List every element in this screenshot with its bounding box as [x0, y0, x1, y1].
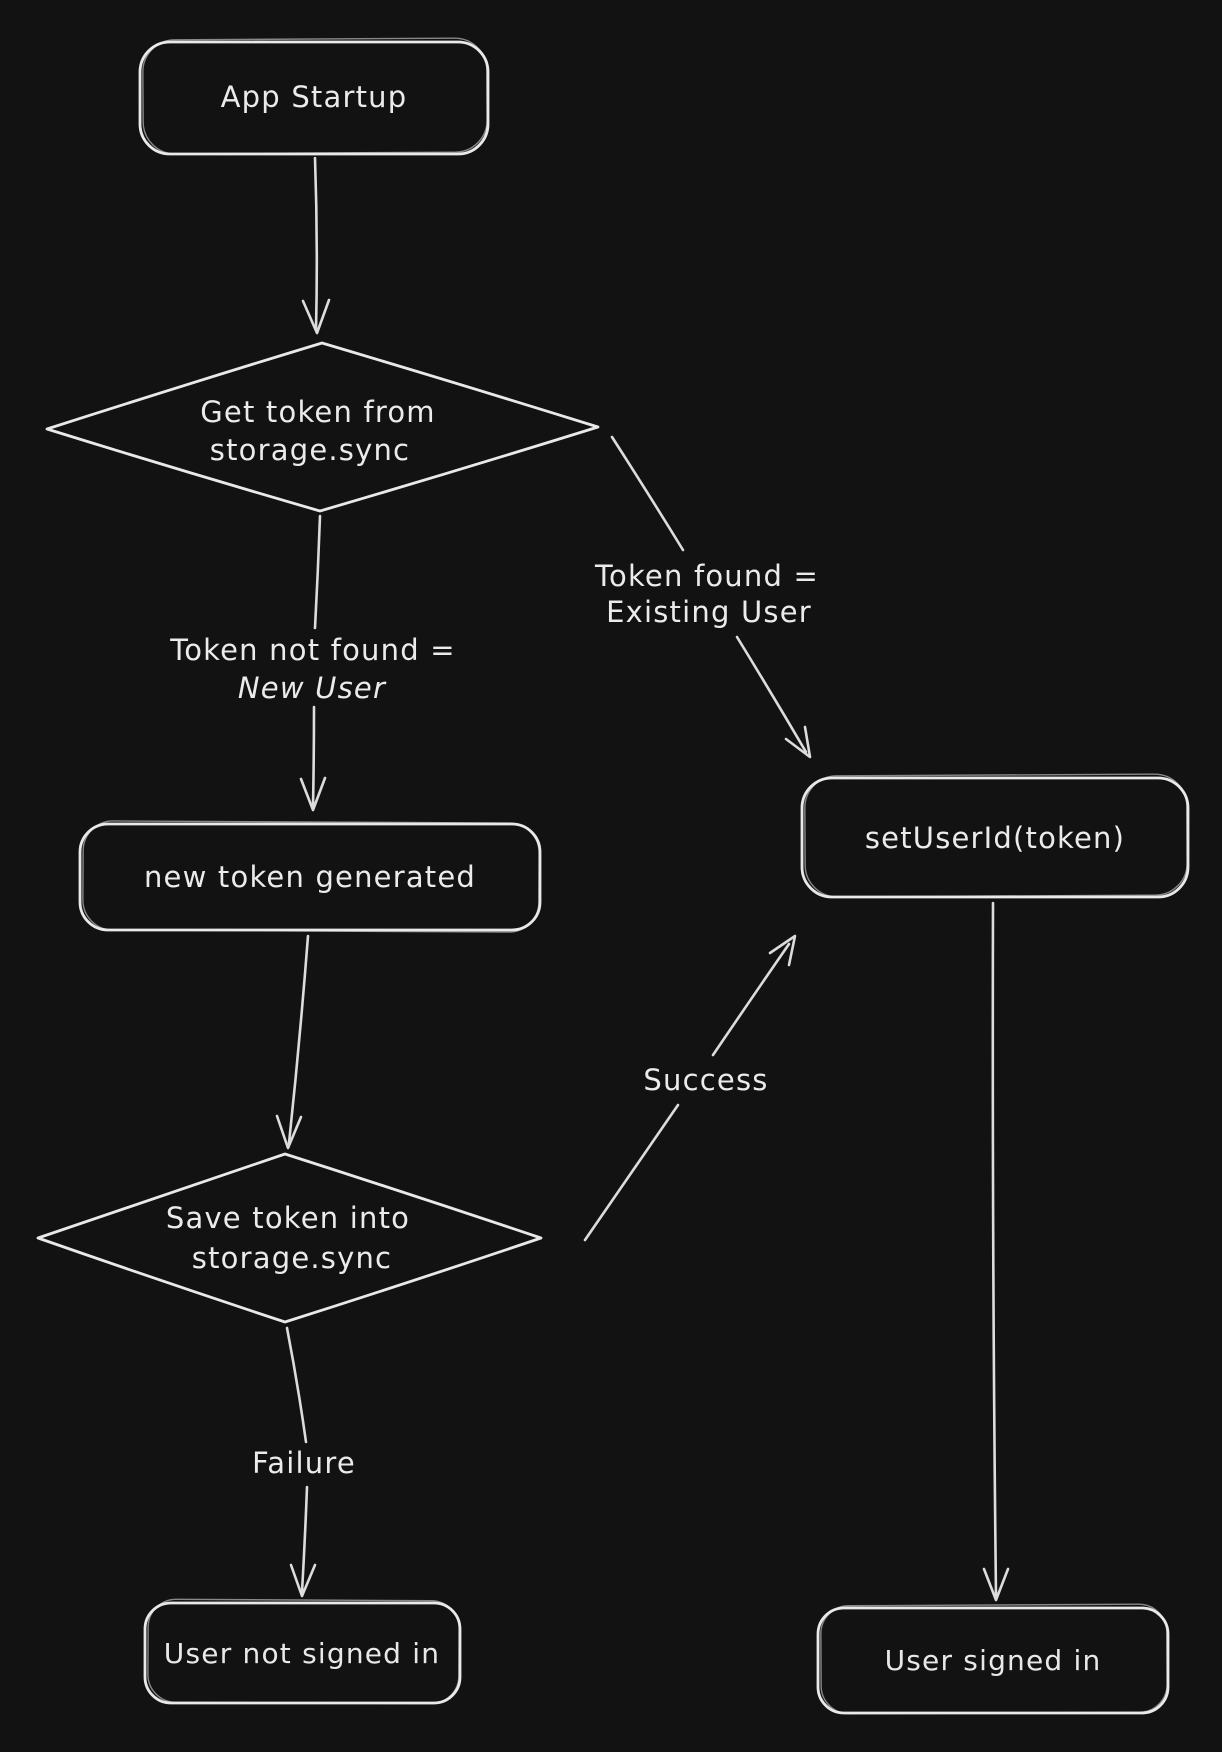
- node-label-user-not-signed-in: User not signed in: [164, 1637, 440, 1670]
- node-label-get-token-line2: storage.sync: [210, 433, 410, 467]
- node-label-set-user-id: setUserId(token): [865, 821, 1125, 855]
- node-get-token-decision: Get token from storage.sync: [45, 341, 600, 513]
- node-save-token-decision: Save token into storage.sync: [36, 1152, 543, 1324]
- edge-save-token-to-set-user-id-success: [583, 934, 797, 1242]
- node-label-user-signed-in: User signed in: [885, 1644, 1102, 1677]
- edge-new-token-to-save-token: [275, 934, 310, 1150]
- node-new-token: new token generated: [78, 820, 542, 933]
- node-app-startup: App Startup: [138, 37, 490, 156]
- node-label-app-startup: App Startup: [221, 80, 408, 114]
- node-set-user-id: setUserId(token): [800, 773, 1190, 899]
- label-token-not-found-line2: New User: [238, 671, 387, 705]
- label-token-found: Token found = Existing User: [594, 559, 819, 629]
- node-user-not-signed-in: User not signed in: [143, 1598, 462, 1705]
- edge-get-token-to-set-user-id: [610, 435, 812, 759]
- label-token-found-line2: Existing User: [606, 595, 812, 629]
- edge-get-token-to-new-token: [299, 514, 327, 812]
- node-label-save-token-line2: storage.sync: [192, 1241, 392, 1275]
- label-success: Success: [643, 1063, 768, 1097]
- node-label-new-token: new token generated: [144, 860, 476, 894]
- label-token-not-found-line1: Token not found =: [169, 633, 455, 667]
- label-token-found-line1: Token found =: [594, 559, 819, 593]
- node-label-get-token-line1: Get token from: [200, 395, 436, 429]
- label-failure: Failure: [252, 1446, 356, 1480]
- node-user-signed-in: User signed in: [816, 1603, 1170, 1715]
- edge-set-user-id-to-user-signed-in: [982, 901, 1010, 1602]
- label-token-not-found: Token not found = New User: [169, 633, 455, 705]
- node-label-save-token-line1: Save token into: [166, 1201, 410, 1235]
- edge-save-token-to-user-not-signed-in-failure: [285, 1326, 317, 1598]
- edge-startup-to-get-token: [301, 156, 331, 335]
